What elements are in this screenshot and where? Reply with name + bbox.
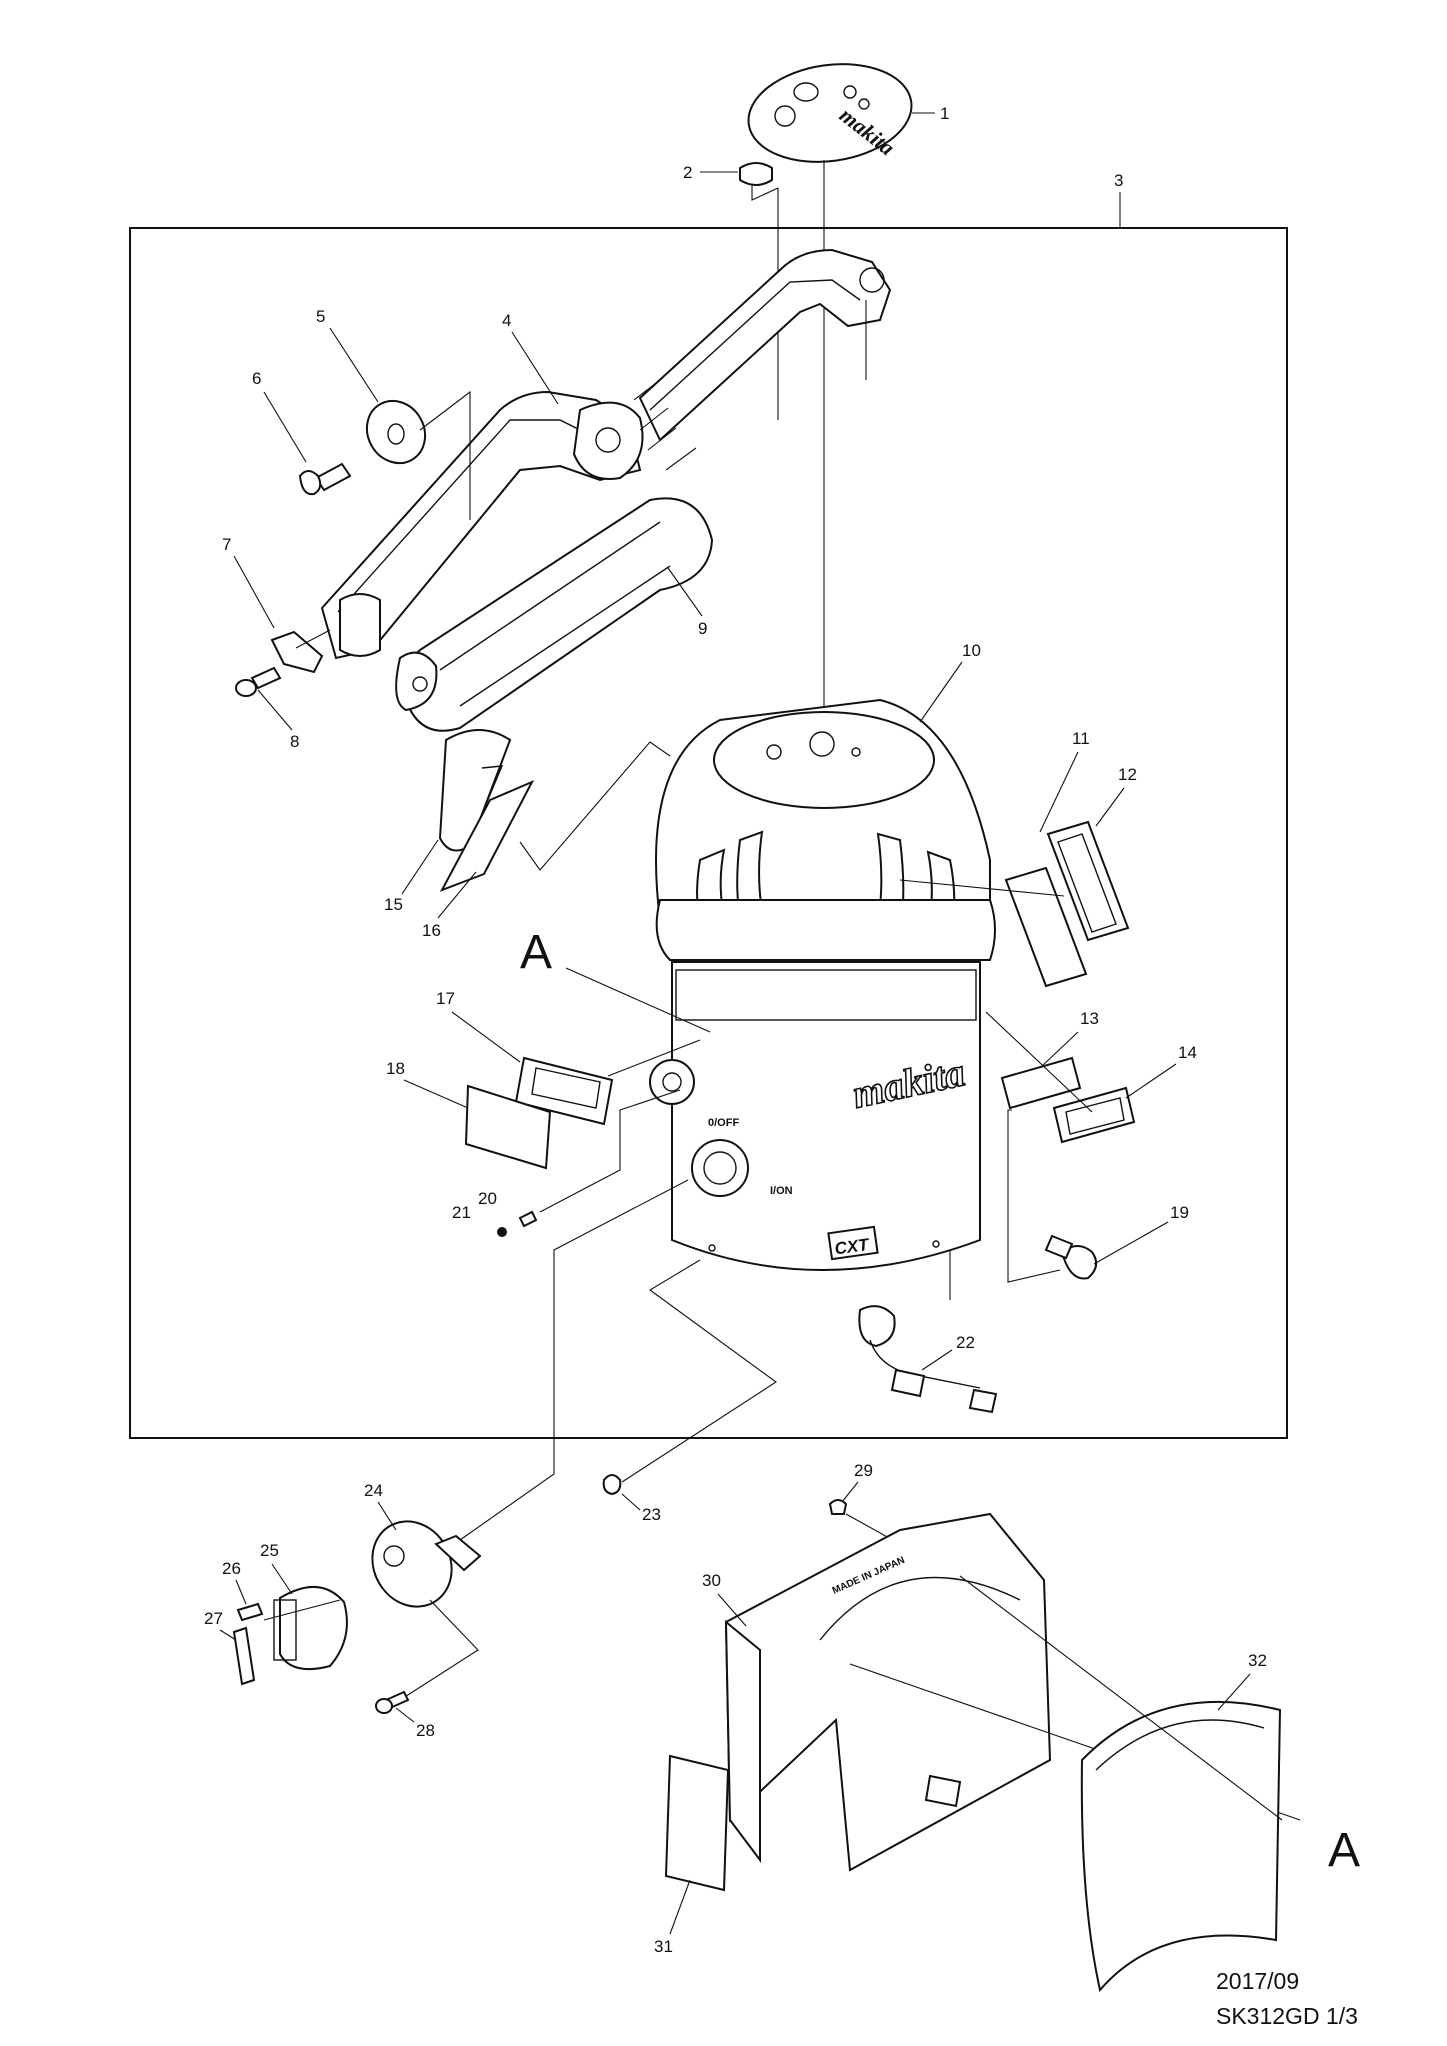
switch-label-on: I/ON [770,1185,793,1197]
callout-25: 25 [260,1541,279,1560]
callout-17: 17 [436,989,455,1008]
callout-27: 27 [204,1609,223,1628]
part-5-washer [365,399,427,465]
footer-date: 2017/09 [1216,1968,1300,1994]
callout-4: 4 [502,311,511,330]
callout-8: 8 [290,732,299,751]
callout-22: 22 [956,1333,975,1352]
part-11-window [1004,866,1088,988]
part-16-seal [439,779,535,892]
callout-32: 32 [1248,1651,1267,1670]
part-21-ball [497,1227,507,1237]
part-6-screw [298,462,352,496]
part-20-spring [518,1210,538,1228]
callout-20: 20 [478,1189,497,1208]
callout-31: 31 [654,1937,673,1956]
part-31-pad [664,1754,730,1892]
callout-18: 18 [386,1059,405,1078]
part-4-handle-frame [320,248,892,660]
part-13-plate [1000,1056,1082,1110]
part-27-clip [232,1626,256,1686]
part-25-knob-cap [273,1585,348,1670]
callout-13: 13 [1080,1009,1099,1028]
part-12-window-seal [1046,820,1130,942]
part-26-screw [236,1602,264,1622]
callout-10: 10 [962,641,981,660]
callout-12: 12 [1118,765,1137,784]
callout-9: 9 [698,619,707,638]
callout-21: 21 [452,1203,471,1222]
part-32-curved-window [1080,1700,1282,1993]
callout-14: 14 [1178,1043,1197,1062]
callout-7: 7 [222,535,231,554]
part-7-plate [270,630,324,674]
callout-6: 6 [252,369,261,388]
part-28-screw [375,1690,410,1714]
detail-marker-a-top: A [520,926,552,979]
callout-2: 2 [683,163,692,182]
part-8-screw [235,666,282,697]
callout-30: 30 [702,1571,721,1590]
part-1-top-cover: makita [747,63,913,163]
part-22-harness [858,1305,998,1414]
part-29-screw [828,1499,848,1515]
callout-16: 16 [422,921,441,940]
callout-5: 5 [316,307,325,326]
part-30-bottom-housing: MADE IN JAPAN [724,1512,1052,1872]
callout-28: 28 [416,1721,435,1740]
part-23-screw [602,1474,622,1496]
part-19-switch-knob [1044,1234,1098,1280]
callout-11: 11 [1072,729,1090,748]
detail-marker-a-bottom: A [1328,1824,1360,1877]
callout-24: 24 [364,1481,383,1500]
footer-reference: SK312GD 1/3 [1216,2003,1358,2029]
callout-15: 15 [384,895,403,914]
callout-labels: 1 2 3 4 5 6 7 8 9 10 11 12 13 14 15 16 1… [204,104,1267,1956]
callout-23: 23 [642,1505,661,1524]
assembly-frame [129,227,1288,1439]
model-badge-text: CXT [833,1235,871,1259]
callout-1: 1 [940,104,949,123]
callout-19: 19 [1170,1203,1189,1222]
callout-29: 29 [854,1461,873,1480]
part-18-window [464,1084,552,1170]
part-14-seal [1052,1086,1136,1144]
part-17-seal [514,1056,614,1126]
part-24-lens-knob [371,1520,482,1608]
part-9-battery [395,497,714,732]
callout-26: 26 [222,1559,241,1578]
part-10-main-housing: makita CXT 0/OFF I/ON [649,698,996,1271]
switch-label-off: 0/OFF [708,1117,739,1129]
callout-3: 3 [1114,171,1123,190]
